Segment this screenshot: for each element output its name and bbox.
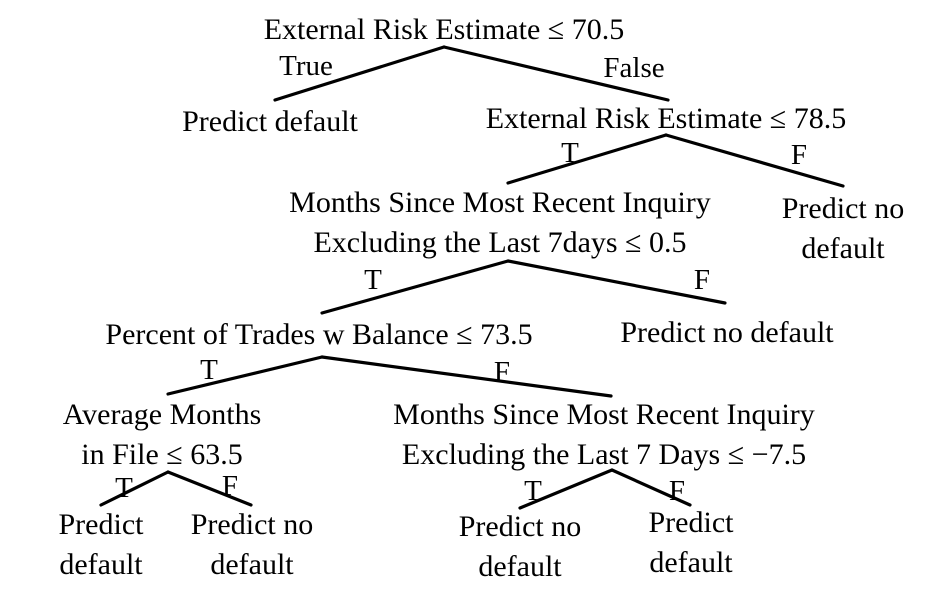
node-line: default <box>210 548 294 581</box>
edge-split5b-t <box>518 468 614 510</box>
node-line: Months Since Most Recent Inquiry <box>289 186 711 219</box>
edge-label-split2-f: F <box>791 139 807 171</box>
edge-split4-f <box>320 355 613 398</box>
tree-edges <box>99 45 845 510</box>
edge-split3-t <box>320 259 510 315</box>
edge-label-split3-f: F <box>694 264 710 296</box>
leaf-predict-no-default-5a-f: Predict no default <box>191 508 313 581</box>
node-line: Predict <box>59 508 145 541</box>
node-line: Months Since Most Recent Inquiry <box>393 398 815 431</box>
node-line: Predict default <box>182 105 358 138</box>
node-line: default <box>649 546 733 579</box>
leaf-predict-no-default-5b-t: Predict no default <box>459 510 581 583</box>
edge-label-split5a-f: F <box>222 470 238 502</box>
leaf-predict-no-default-3: Predict no default <box>620 316 834 349</box>
edge-split3-f <box>506 259 727 305</box>
leaf-predict-default-1: Predict default <box>182 105 358 138</box>
node-line: Predict <box>649 506 735 539</box>
edge-label-split5a-t: T <box>115 472 133 504</box>
edge-split4-t <box>166 355 324 396</box>
edge-split2-f <box>664 133 845 188</box>
edge-root-true <box>273 45 446 102</box>
node-line: External Risk Estimate ≤ 70.5 <box>264 13 625 46</box>
node-line: Excluding the Last 7days ≤ 0.5 <box>313 226 686 259</box>
edge-label-split4-f: F <box>494 356 510 388</box>
edge-labels: True False T F T F T F T F T F <box>115 50 807 507</box>
tree-nodes: External Risk Estimate ≤ 70.5 Predict de… <box>59 13 905 583</box>
node-split-4: Percent of Trades w Balance ≤ 73.5 <box>105 318 532 351</box>
leaf-predict-default-5a-t: Predict default <box>59 508 145 581</box>
leaf-predict-no-default-2: Predict no default <box>782 192 904 265</box>
node-line: default <box>801 232 885 265</box>
node-root: External Risk Estimate ≤ 70.5 <box>264 13 625 46</box>
edge-label-split5b-f: F <box>669 475 685 507</box>
node-line: default <box>478 550 562 583</box>
node-line: Percent of Trades w Balance ≤ 73.5 <box>105 318 532 351</box>
edge-label-split3-t: T <box>364 264 382 296</box>
node-line: Average Months <box>63 398 262 431</box>
node-split-2: External Risk Estimate ≤ 78.5 <box>486 102 847 135</box>
edge-label-root-false: False <box>603 52 664 84</box>
edge-label-split4-t: T <box>200 354 218 386</box>
edge-split5b-f <box>610 468 692 507</box>
node-line: in File ≤ 63.5 <box>81 438 242 471</box>
edge-split5a-t <box>99 470 170 507</box>
edge-split2-t <box>506 133 668 185</box>
node-split-5a: Average Months in File ≤ 63.5 <box>63 398 262 471</box>
node-line: Predict no default <box>620 316 834 349</box>
edge-label-root-true: True <box>279 50 333 82</box>
leaf-predict-default-5b-f: Predict default <box>649 506 735 579</box>
edge-split5a-f <box>166 470 253 507</box>
edge-label-split5b-t: T <box>524 475 542 507</box>
node-line: default <box>59 548 143 581</box>
node-line: Predict no <box>782 192 904 225</box>
node-line: Excluding the Last 7 Days ≤ −7.5 <box>402 438 806 471</box>
node-line: Predict no <box>191 508 313 541</box>
edge-label-split2-t: T <box>561 137 579 169</box>
edge-root-false <box>442 45 670 102</box>
node-line: Predict no <box>459 510 581 543</box>
node-line: External Risk Estimate ≤ 78.5 <box>486 102 847 135</box>
